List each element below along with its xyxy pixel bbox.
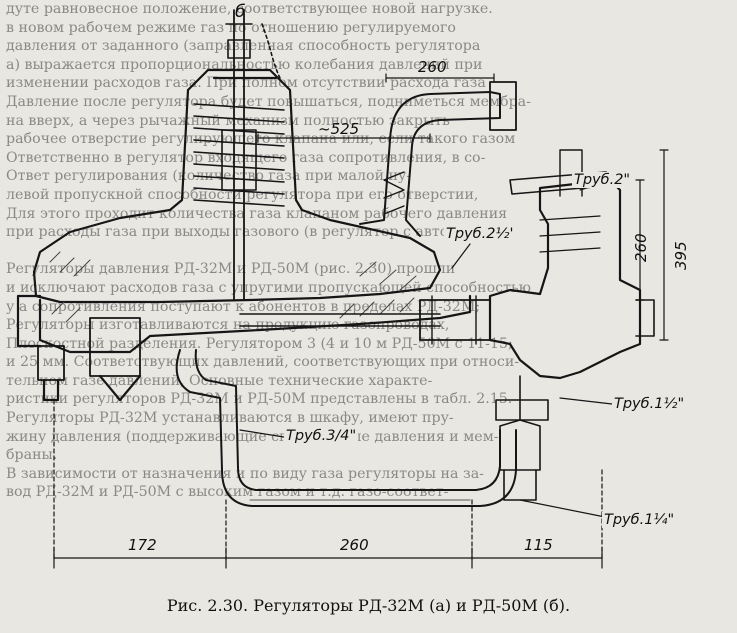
dimension-395-vertical: 395 <box>672 241 690 270</box>
callout-pipe-2: Труб.2" <box>572 172 633 188</box>
dimension-260-vertical: 260 <box>632 233 650 262</box>
background-text-line: браны. <box>6 447 58 464</box>
background-text-line: изменении расходов газа. При полном отсу… <box>6 75 486 92</box>
regulator-drawing <box>16 9 669 569</box>
chain <box>261 23 281 79</box>
background-text-line: на вверх, а через рычажный механизм полн… <box>6 112 450 129</box>
figure-label: б <box>235 2 246 22</box>
background-text-line: жину давления (поддерживающие специальны… <box>6 428 499 445</box>
impulse-pipe-lower <box>175 349 517 507</box>
background-text-line: Регуляторы давления РД-32М и РД-50М (рис… <box>6 261 456 278</box>
background-text-line: и 25 мм. Соответствующих давлений, соотв… <box>6 354 520 371</box>
background-text-line: дуте равновесное положение, соответствую… <box>6 1 493 17</box>
dimension-525: ~525 <box>318 120 360 138</box>
diaphragm-chamber <box>38 294 472 354</box>
background-text-line: левой пропускной способности регулятора … <box>6 186 479 203</box>
background-text-line: рабочее отверстие регулирующего клапана … <box>6 131 516 148</box>
dimension-172: 172 <box>128 536 157 554</box>
background-text-line: В зависимости от назначения и по виду га… <box>6 465 484 482</box>
background-text-line: в новом рабочем режиме газ по отношению … <box>6 19 456 36</box>
background-text-line: Плоскостной разделения. Регулятором 3 (4… <box>6 335 513 352</box>
dimension-260-top: 260 <box>418 58 447 76</box>
background-text-line: Давление после регулятора будет повышать… <box>6 93 531 110</box>
background-text-line: Регуляторы РД-32М устанавливаются в шкаф… <box>6 410 454 427</box>
figure-caption: Рис. 2.30. Регуляторы РД-32М (а) и РД-50… <box>166 596 571 615</box>
callout-pipe-1-quarter: Труб.1¼" <box>602 512 677 528</box>
background-text-line: Для этого проходит количества газа клапа… <box>6 205 508 222</box>
dimension-260-bottom: 260 <box>340 536 369 554</box>
background-text-line: ристики регуляторов РД-32М и РД-50М пред… <box>6 391 513 408</box>
background-text-line: Ответственно в регулятор входящего газа … <box>6 149 486 166</box>
dimension-115: 115 <box>524 536 553 554</box>
callout-pipe-2-half: Труб.2½' <box>444 226 516 242</box>
spring-housing <box>32 68 442 304</box>
valve-body <box>488 178 642 380</box>
impulse-pipe-upper <box>359 91 501 237</box>
callout-pipe-3-4: Труб.3/4" <box>284 428 359 444</box>
background-text-line: Регуляторы изготавливаются на продукцию … <box>6 317 450 334</box>
callout-pipe-1-half: Труб.1½" <box>612 396 687 412</box>
